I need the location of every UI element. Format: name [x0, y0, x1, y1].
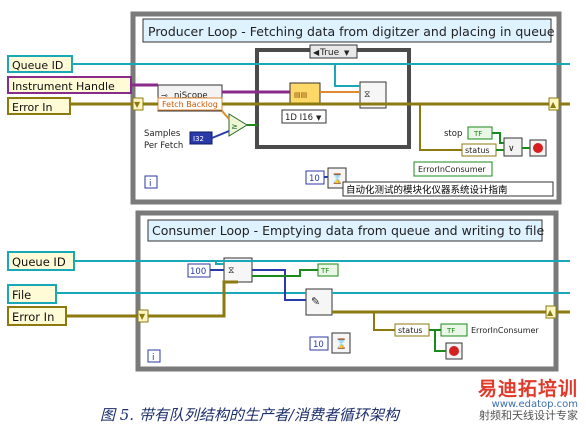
consumer-status-wire — [373, 312, 395, 331]
greater-or-equal-symbol: ≥ — [231, 122, 238, 131]
producer-loop: Producer Loop - Fetching data from digit… — [130, 11, 562, 205]
consumer-wait-constant[interactable] — [309, 336, 329, 351]
figure-caption: 图 5. 带有队列结构的生产者/消费者循环架构 — [100, 406, 399, 424]
fetch-data-vi-icon: ▤▤ — [294, 91, 307, 99]
case-selector[interactable] — [309, 44, 358, 59]
niscope-glyph-icon: ⊸ — [161, 91, 168, 100]
niscope-label: niScope — [174, 91, 208, 101]
greater-or-equal-icon[interactable] — [228, 113, 248, 137]
annotation-text: 自动化测试的模块化仪器系统设计指南 — [346, 184, 508, 196]
stop-to-or-wire — [492, 132, 504, 144]
timed-out-wire — [252, 269, 318, 277]
consumer-shift-register-left-arrow: ▼ — [139, 312, 146, 321]
annotation-box — [342, 181, 554, 197]
i32-label: I32 — [193, 135, 204, 143]
fetch-type-dropdown[interactable] — [281, 109, 327, 124]
status-wire — [419, 104, 462, 151]
samples-per-fetch-label-1: Samples — [144, 129, 181, 139]
watermark-line-1: 易迪拓培训 — [477, 378, 578, 400]
watermark-line-3: 射频和天线设计专家 — [479, 409, 578, 423]
enqueue-element-icon: ⧖ — [364, 90, 370, 100]
consumer-loop-title-box — [147, 219, 543, 242]
error-in-label-top: Error In — [12, 101, 53, 114]
consumer-shift-register-left[interactable] — [137, 309, 149, 323]
queue-id-terminal-top[interactable] — [7, 55, 73, 73]
stop-sign-icon — [533, 143, 543, 153]
producer-shift-register-right[interactable] — [548, 97, 560, 111]
consumer-iteration-terminal — [147, 349, 161, 363]
metronome-icon: ⌛ — [331, 172, 343, 185]
consumer-wait-ms-icon[interactable] — [331, 332, 351, 354]
queue-into-enqueue — [334, 64, 360, 87]
error-in-label-bottom: Error In — [12, 310, 54, 324]
producer-iteration-label: i — [149, 179, 152, 189]
consumer-terminals: Queue ID File Error In — [7, 251, 75, 326]
file-terminal[interactable] — [7, 284, 57, 304]
consumer-metronome-icon: ⌛ — [335, 337, 347, 350]
producer-wires: ▼ ▲ — [70, 63, 570, 178]
instrument-handle-terminal[interactable] — [7, 76, 132, 94]
queue-id-label-bottom: Queue ID — [12, 255, 66, 269]
samples-wire — [211, 130, 230, 139]
case-selector-dropdown-icon[interactable]: ▼ — [344, 49, 350, 57]
fetch-backlog-wire — [221, 110, 230, 120]
stop-label: stop — [444, 129, 462, 139]
shift-register-right-arrow: ▲ — [550, 100, 557, 109]
queue-id-terminal-bottom[interactable] — [7, 251, 75, 271]
error-in-terminal-bottom[interactable] — [7, 306, 67, 326]
producer-loop-title-box — [142, 18, 552, 43]
producer-shift-register-left[interactable] — [132, 97, 144, 111]
consumer-stop-wire — [434, 330, 446, 352]
consumer-loop: Consumer Loop - Emptying data from queue… — [135, 210, 559, 372]
data-wire — [252, 269, 306, 301]
consumer-error-indicator-tf: TF — [446, 327, 455, 335]
error-in-terminal-top[interactable] — [7, 97, 71, 115]
unbundle-status-label: status — [465, 146, 490, 155]
watermark: 易迪拓培训 www.edatop.com 射频和天线设计专家 — [477, 378, 578, 423]
consumer-stop-sign-icon — [449, 346, 459, 356]
stop-indicator-tf: TF — [473, 130, 482, 138]
consumer-wait-value: 10 — [313, 340, 324, 350]
file-label: File — [12, 288, 31, 302]
consumer-shift-register-right-arrow: ▲ — [547, 308, 554, 317]
watermark-line-2: www.edatop.com — [491, 398, 578, 410]
write-file-icon: ✎ — [311, 295, 320, 308]
timeout-value: 100 — [190, 267, 206, 277]
write-to-file-vi[interactable] — [305, 288, 333, 316]
consumer-status-label: status — [398, 326, 423, 335]
fetch-type-label: 1D I16 — [285, 113, 313, 123]
queue-into-dequeue — [215, 261, 224, 265]
case-selector-value: True — [319, 48, 340, 58]
tf-indicator-label: TF — [320, 267, 329, 275]
error-in-consumer-label: ErrorInConsumer — [418, 165, 486, 174]
consumer-error-in-consumer-label: ErrorInConsumer — [471, 326, 539, 335]
error-in-consumer-local[interactable] — [413, 161, 493, 177]
shift-register-left-arrow: ▼ — [134, 100, 141, 109]
consumer-wires: ▼ ▲ — [56, 260, 570, 352]
dequeue-element-icon: ⧖ — [228, 266, 234, 276]
consumer-loop-title: Consumer Loop - Emptying data from queue… — [152, 223, 544, 238]
producer-terminals: Queue ID Instrument Handle Error In — [7, 55, 132, 115]
producer-wait-value: 10 — [309, 174, 320, 184]
instrument-handle-label: Instrument Handle — [12, 80, 115, 93]
queue-id-label-top: Queue ID — [12, 59, 63, 72]
producer-iteration-terminal — [144, 175, 158, 189]
fetch-type-chevron-icon: ▼ — [316, 114, 322, 122]
case-selector-left-arrow[interactable]: ◀ — [313, 48, 320, 57]
or-function-symbol: ∨ — [508, 144, 515, 154]
consumer-shift-register-right[interactable] — [545, 305, 557, 319]
producer-loop-title: Producer Loop - Fetching data from digit… — [148, 24, 555, 39]
samples-per-fetch-label-2: Per Fetch — [144, 141, 183, 151]
fetch-backlog-label: Fetch Backlog — [162, 100, 218, 109]
consumer-iteration-label: i — [152, 353, 155, 363]
